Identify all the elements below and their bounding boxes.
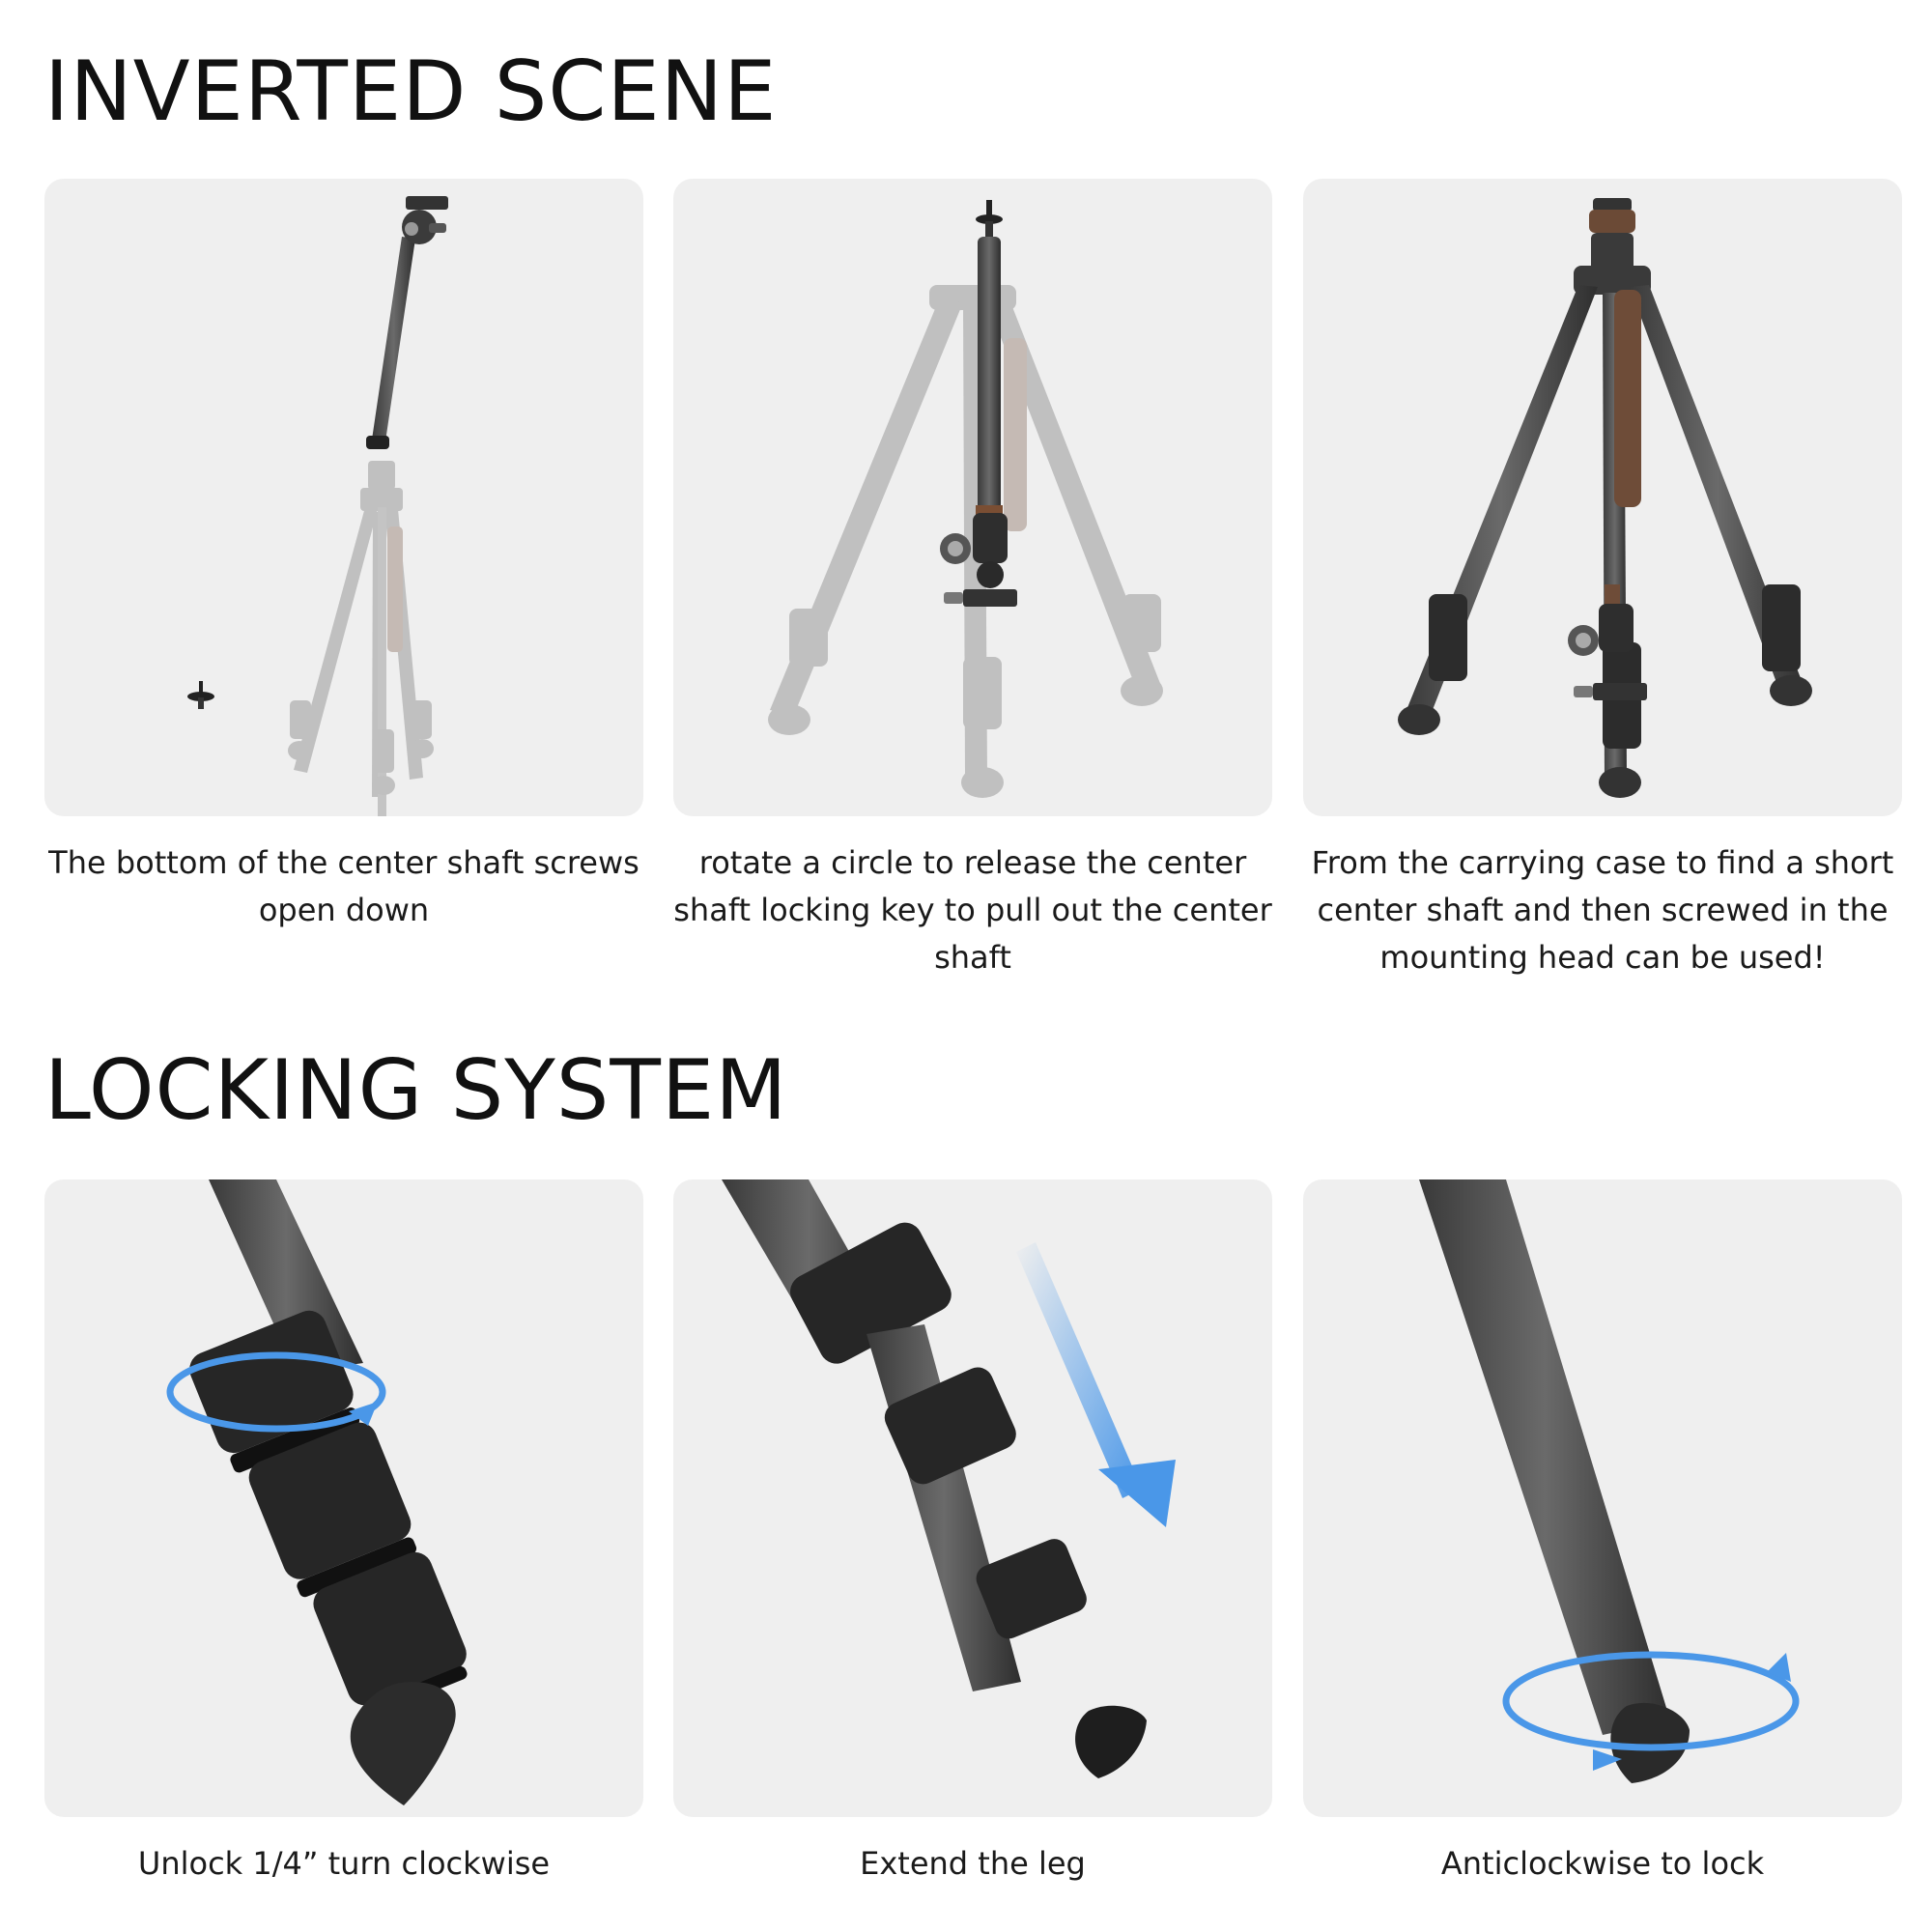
leg-extend-arrow-photo <box>722 1179 1176 1778</box>
step-caption-unlock: Unlock 1/4” turn clockwise <box>137 1845 551 1882</box>
step-caption-extend: Extend the leg <box>860 1845 1086 1882</box>
step-image-short-shaft <box>1303 179 1902 816</box>
leg-lock-foot-rotate-photo <box>1419 1179 1800 1783</box>
step-caption-shaft-unscrew: The bottom of the center shaft screws op… <box>48 844 639 928</box>
step-image-shaft-unscrew <box>44 179 643 816</box>
step-caption-short-shaft: From the carrying case to find a short c… <box>1311 844 1894 976</box>
step-image-inverted-shaft <box>673 179 1272 816</box>
step-image-lock <box>1303 1179 1902 1817</box>
section-title-locking-system: LOCKING SYSTEM <box>44 1042 788 1139</box>
tripod-detached-shaft-photo <box>187 196 448 816</box>
leg-lock-rotate-photo <box>166 1179 468 1805</box>
step-image-extend <box>673 1179 1272 1817</box>
section-title-inverted-scene: INVERTED SCENE <box>44 43 778 140</box>
tripod-inverted-shaft-photo <box>768 200 1163 798</box>
step-caption-lock: Anticlockwise to lock <box>1440 1845 1765 1882</box>
step-caption-inverted-shaft: rotate a circle to release the center sh… <box>673 844 1272 976</box>
step-image-unlock <box>44 1179 643 1817</box>
tripod-short-shaft-photo <box>1398 198 1812 798</box>
